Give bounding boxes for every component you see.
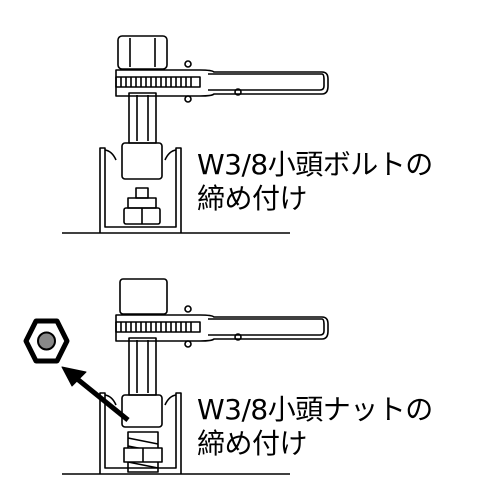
ratchet-wrench <box>115 69 329 97</box>
caption-line: W3/8小頭ナットの <box>197 393 433 426</box>
bolt-shaft <box>128 92 157 144</box>
caption-line: W3/8小頭ボルトの <box>197 148 433 181</box>
nut-tightening-illustration <box>23 278 329 475</box>
caption-line: 締め付け <box>197 427 308 460</box>
channel-lip-left <box>104 394 117 406</box>
bolt-tightening-illustration <box>62 35 329 234</box>
inner-nut <box>121 394 163 428</box>
ratchet-wrench <box>115 314 329 342</box>
bolt-hex-head <box>117 35 168 70</box>
hex-nut-icon <box>23 318 70 364</box>
caption-bolt-tightening: W3/8小頭ボルトの 締め付け <box>197 148 433 216</box>
direction-arrow-icon <box>61 366 130 422</box>
caption-nut-tightening: W3/8小頭ナットの 締め付け <box>197 393 433 461</box>
inner-nut <box>121 142 163 180</box>
bolt-shaft <box>128 337 157 396</box>
socket <box>119 278 168 315</box>
channel-outer <box>99 147 182 233</box>
channel-outer <box>99 392 182 474</box>
channel-lip-left <box>104 149 117 161</box>
channel-lip-right <box>164 149 177 161</box>
channel-lip-right <box>164 394 177 406</box>
caption-line: 締め付け <box>197 182 308 215</box>
